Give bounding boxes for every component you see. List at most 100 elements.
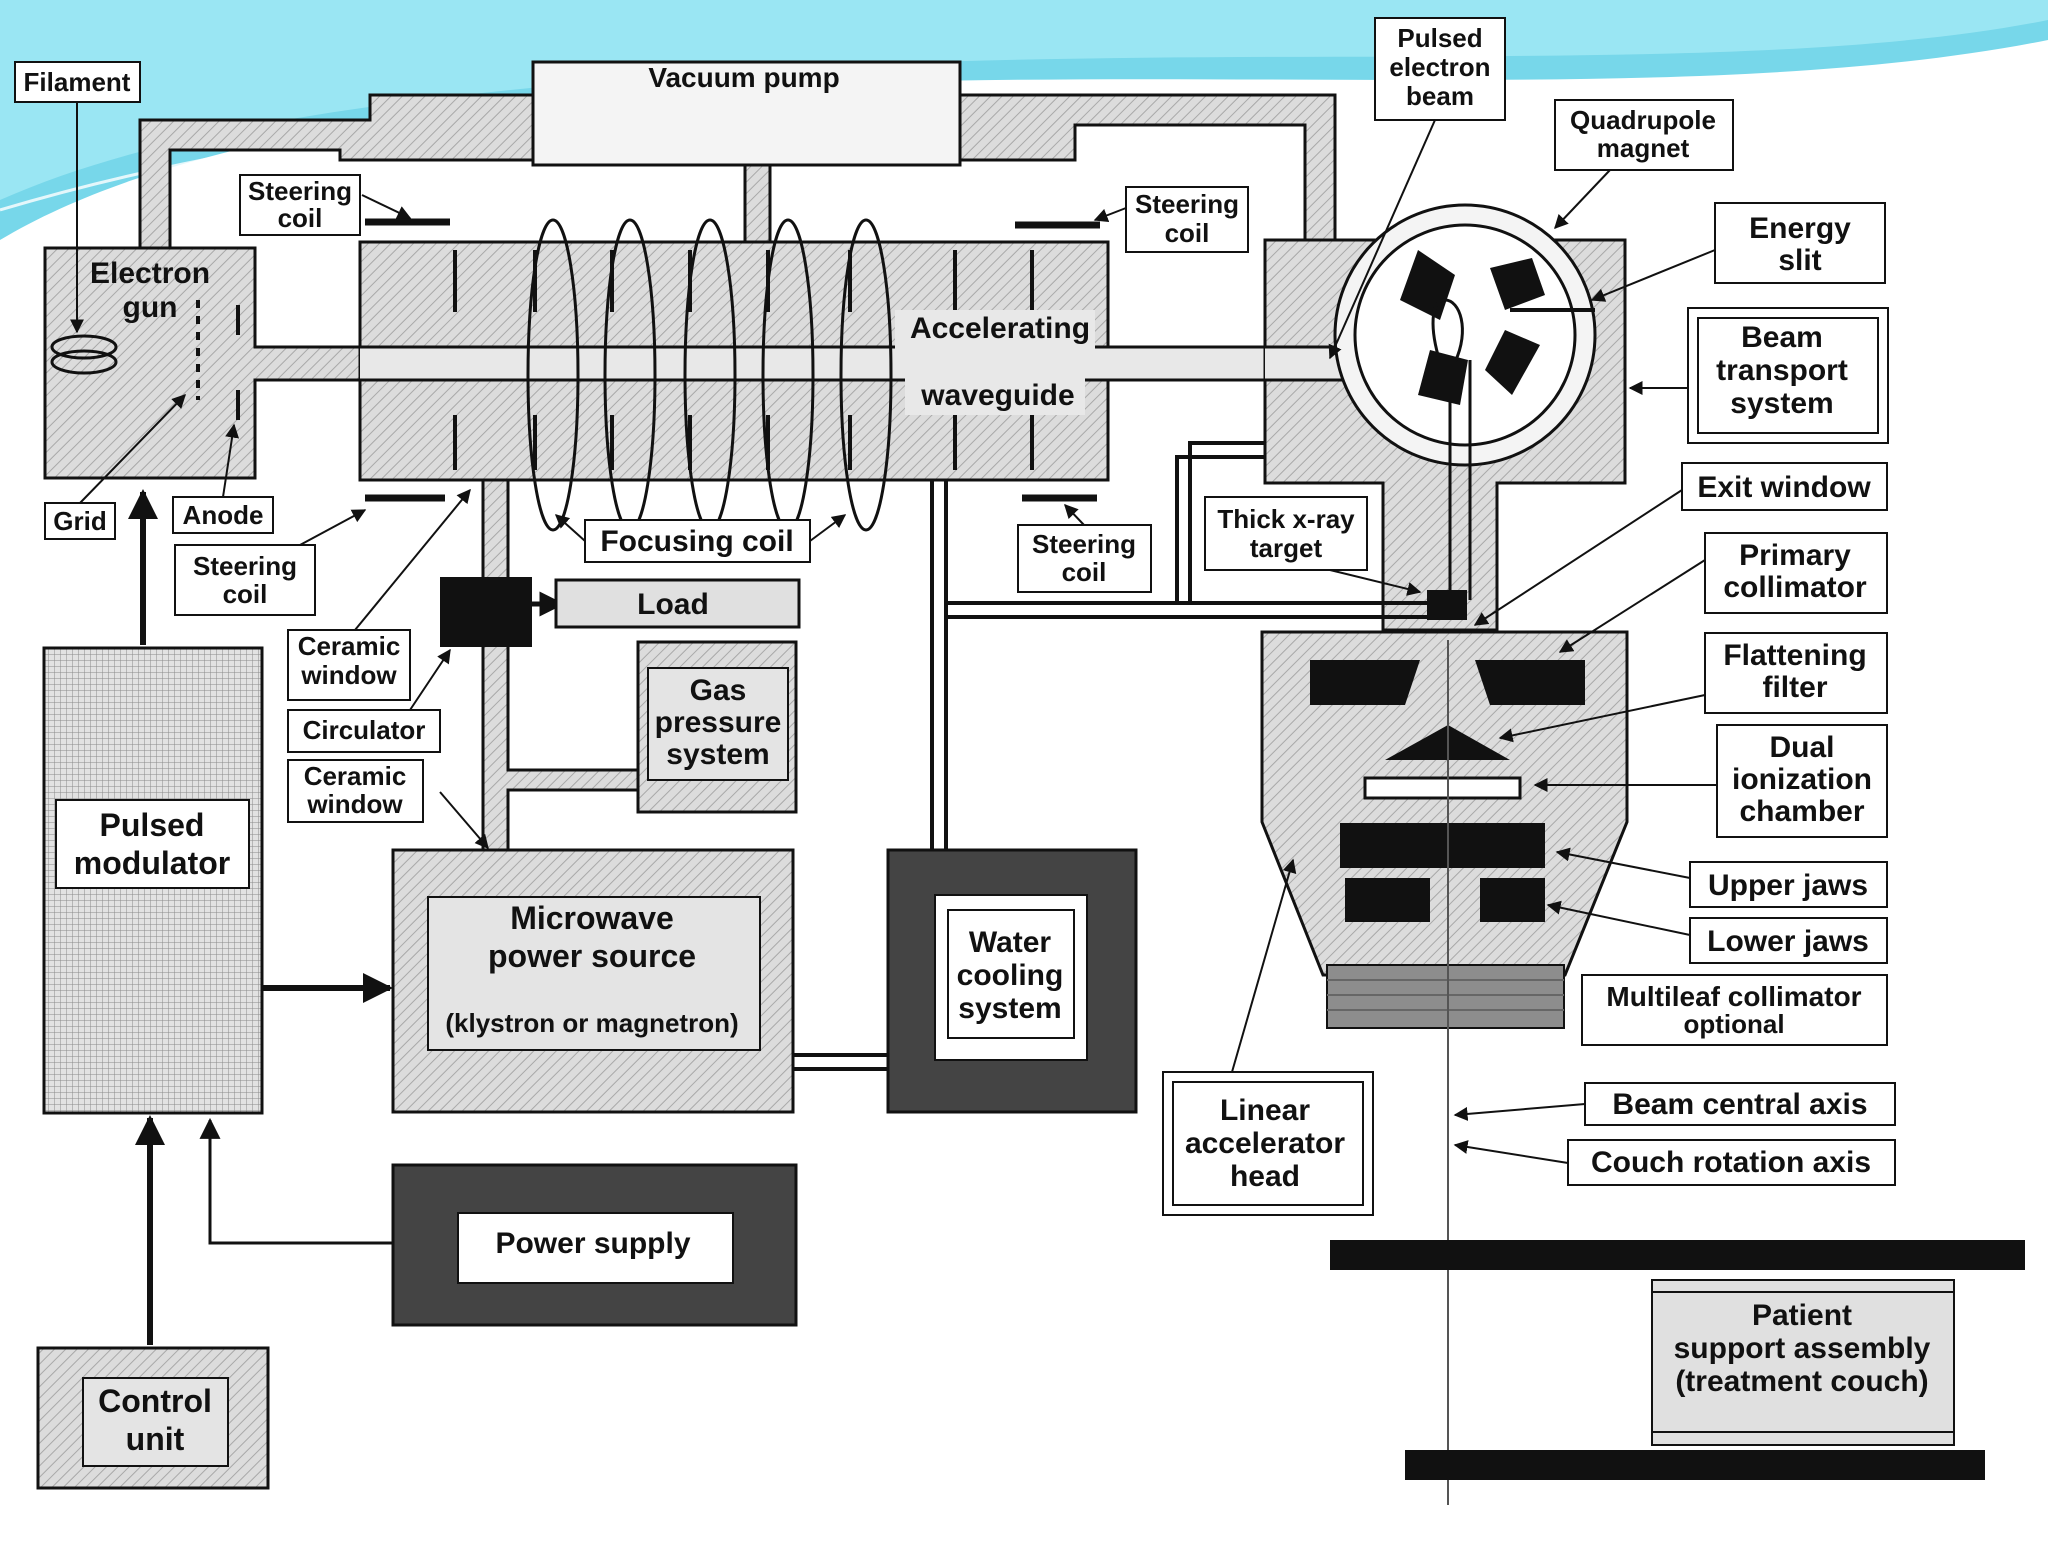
focusing-coil-label: Focusing coil	[600, 525, 793, 558]
pulsed-modulator-label-2: modulator	[74, 845, 230, 881]
linac-head	[1260, 628, 1629, 1029]
quadrupole-pole-2	[1490, 258, 1545, 310]
lower-jaws-left	[1345, 878, 1430, 922]
vacuum-pump: Vacuum pump	[138, 60, 1337, 252]
callout-exit-window: Exit window	[1473, 462, 1888, 626]
dual-ion-chamber-label-2: ionization	[1732, 763, 1872, 796]
callout-couch-axis: Couch rotation axis	[1453, 1139, 1896, 1186]
callout-energy-slit: Energy slit	[1590, 202, 1886, 302]
electron-gun: Electron gun	[43, 246, 362, 480]
anode-label: Anode	[183, 500, 264, 530]
callout-filament: Filament	[14, 61, 141, 334]
patient-support-label-1: Patient	[1752, 1299, 1852, 1332]
control-unit-label-1: Control	[98, 1383, 212, 1419]
water-cooling-system: Water cooling system	[886, 848, 1138, 1114]
linac-head-label-1: Linear	[1220, 1094, 1310, 1127]
steering-coil-c-label-1: Steering	[193, 551, 297, 581]
quadrupole-pole-3	[1485, 330, 1540, 395]
control-unit: Control unit	[36, 1346, 270, 1490]
steering-coil-d-label-1: Steering	[1032, 529, 1136, 559]
water-cooling-label-1: Water	[969, 926, 1052, 959]
power-supply: Power supply	[391, 1163, 798, 1327]
callout-ceramic-window-b: Ceramic window	[287, 759, 489, 850]
callout-steering-coil-c: Steering coil	[174, 509, 367, 616]
patient-support-label-2: support assembly	[1674, 1332, 1931, 1365]
treatment-couch: Patient support assembly (treatment couc…	[1330, 1240, 2025, 1480]
pulsed-beam-label-1: Pulsed	[1397, 23, 1482, 53]
accelerating-waveguide: Accelerating waveguide	[358, 218, 1267, 532]
microwave-label-2: power source	[488, 938, 696, 974]
steering-coil-c-label-2: coil	[223, 579, 268, 609]
steering-coil-b-label-2: coil	[1165, 218, 1210, 248]
callout-focusing-coil: Focusing coil	[554, 514, 847, 563]
beam-axis-label: Beam central axis	[1612, 1088, 1867, 1121]
pulsed-modulator-label-1: Pulsed	[100, 807, 205, 843]
water-cooling-label-2: cooling	[957, 959, 1064, 992]
callout-mlc: Multileaf collimator optional	[1581, 974, 1888, 1046]
callout-quadrupole: Quadrupole magnet	[1554, 99, 1734, 230]
upper-jaws-shape	[1340, 823, 1545, 868]
linac-head-label-3: head	[1230, 1160, 1300, 1193]
steering-coil-b-label-1: Steering	[1135, 189, 1239, 219]
ion-chamber-shape	[1363, 776, 1522, 800]
dual-ion-chamber-label-1: Dual	[1769, 731, 1834, 764]
lower-jaws-right	[1480, 878, 1545, 922]
circulator-label: Circulator	[303, 715, 426, 745]
exit-window-label: Exit window	[1697, 471, 1871, 504]
gas-pressure-label-3: system	[666, 738, 769, 771]
energy-slit-label-1: Energy	[1749, 212, 1851, 245]
patient-support-label-3: (treatment couch)	[1675, 1365, 1928, 1398]
callout-thick-target: Thick x-ray target	[1204, 496, 1422, 596]
pulsed-beam-label-2: electron	[1389, 52, 1490, 82]
gas-pressure-label-1: Gas	[690, 674, 747, 707]
quadrupole-pole-4	[1418, 350, 1468, 405]
flattening-filter-label-1: Flattening	[1723, 639, 1866, 672]
microwave-power-source: Microwave power source (klystron or magn…	[391, 848, 795, 1114]
callout-beam-transport: Beam transport system	[1628, 307, 1889, 444]
circulator-block	[440, 577, 532, 647]
couch-axis-label: Couch rotation axis	[1591, 1146, 1871, 1179]
beam-transport-label-1: Beam	[1741, 321, 1823, 354]
linac-head-label-2: accelerator	[1185, 1127, 1345, 1160]
electron-gun-label-2: gun	[123, 291, 178, 324]
callout-circulator: Circulator	[287, 648, 451, 753]
primary-collimator-right	[1475, 660, 1585, 705]
load-label: Load	[637, 588, 709, 621]
callout-beam-axis: Beam central axis	[1453, 1082, 1896, 1126]
callout-flattening-filter: Flattening filter	[1498, 632, 1888, 743]
control-unit-label-2: unit	[126, 1421, 185, 1457]
callout-pulsed-beam: Pulsed electron beam	[1328, 17, 1506, 360]
filament-label: Filament	[24, 67, 131, 97]
mlc-shape	[1326, 964, 1565, 1029]
callout-dual-ion-chamber: Dual ionization chamber	[1533, 724, 1888, 838]
waveguide-label: waveguide	[920, 379, 1074, 412]
connection-arrows	[128, 489, 393, 1345]
callout-grid: Grid	[44, 393, 186, 540]
water-cooling-label-3: system	[958, 992, 1061, 1025]
accelerating-label: Accelerating	[910, 312, 1090, 345]
dual-ion-chamber-label-3: chamber	[1739, 795, 1864, 828]
ceramic-window-b-label-2: window	[306, 789, 403, 819]
primary-collimator-label-1: Primary	[1739, 539, 1851, 572]
lower-jaws-label: Lower jaws	[1707, 925, 1869, 958]
callout-steering-coil-a: Steering coil	[239, 174, 412, 236]
steering-coil-d-label-2: coil	[1062, 557, 1107, 587]
upper-jaws-label: Upper jaws	[1708, 869, 1868, 902]
flattening-filter-label-2: filter	[1762, 671, 1827, 704]
water-cooling-pipes	[793, 441, 1427, 1071]
beam-transport-label-2: transport	[1716, 354, 1848, 387]
steering-coil-a-label-2: coil	[278, 203, 323, 233]
ceramic-window-a-label-2: window	[300, 660, 397, 690]
quadrupole-pole-1	[1400, 250, 1455, 320]
ceramic-window-a-label-1: Ceramic	[298, 631, 401, 661]
mlc-label-2: optional	[1683, 1009, 1784, 1039]
energy-slit-label-2: slit	[1778, 244, 1821, 277]
grid-label: Grid	[53, 506, 106, 536]
callout-upper-jaws: Upper jaws	[1555, 847, 1888, 908]
steering-coil-bars	[365, 218, 1100, 502]
ceramic-window-b-label-1: Ceramic	[304, 761, 407, 791]
rf-feed: Load Gas pressure system	[440, 478, 801, 852]
callout-linac-head: Linear accelerator head	[1162, 858, 1374, 1216]
gas-pressure-label-2: pressure	[655, 706, 782, 739]
